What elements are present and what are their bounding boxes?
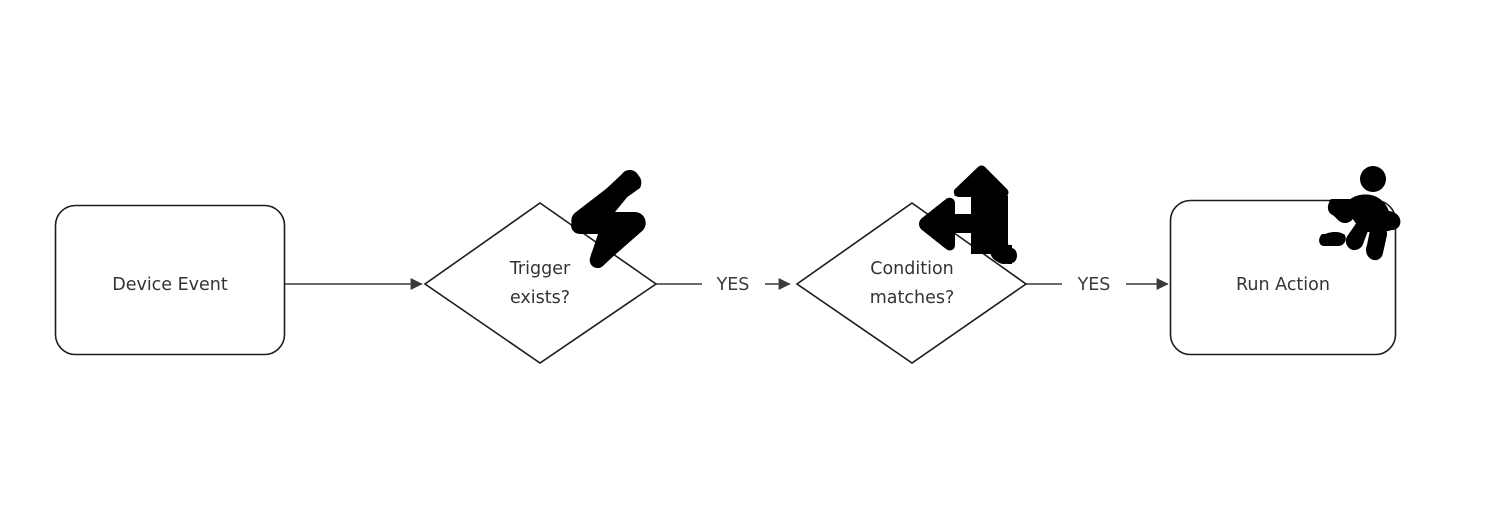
branch-arrows-icon [919, 165, 1017, 264]
condition-matches-label-line1: Condition [870, 259, 954, 279]
edge-label-yes-2: YES [1077, 275, 1111, 295]
edge-trigger-to-condition: YES [656, 275, 791, 295]
device-event-label: Device Event [112, 275, 228, 295]
run-action-label: Run Action [1236, 275, 1330, 295]
edge-label-yes-1: YES [716, 275, 750, 295]
node-run-action[interactable]: Run Action [1169, 166, 1401, 356]
node-device-event[interactable]: Device Event [54, 204, 286, 356]
lightning-bolt-icon [571, 170, 646, 269]
trigger-exists-label-line2: exists? [510, 288, 570, 308]
trigger-exists-diamond[interactable] [423, 202, 658, 364]
trigger-exists-label-line1: Trigger [509, 259, 571, 279]
device-event-box[interactable] [54, 204, 286, 356]
condition-matches-diamond[interactable] [795, 202, 1028, 364]
node-trigger-exists[interactable]: Trigger exists? [423, 170, 658, 364]
node-condition-matches[interactable]: Condition matches? [795, 165, 1028, 364]
condition-matches-label-line2: matches? [870, 288, 955, 308]
edge-condition-to-action: YES [1026, 275, 1169, 295]
running-person-icon [1319, 166, 1401, 261]
